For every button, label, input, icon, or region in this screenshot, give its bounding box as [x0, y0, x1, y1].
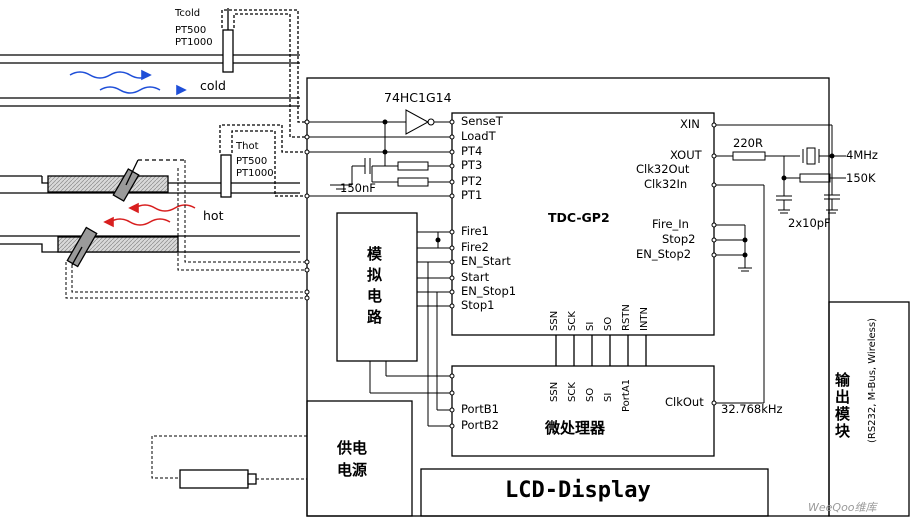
tdc-pin-fire1: Fire1 [461, 224, 489, 238]
mcu-clock-label: 32.768kHz [721, 402, 783, 416]
tdc-pin-xout: XOUT [670, 148, 702, 162]
tdc-pin-fire2: Fire2 [461, 240, 489, 254]
upstream-transducer [112, 159, 185, 202]
tdc-pin-senset: SenseT [461, 114, 503, 128]
power-supply-block [306, 400, 413, 517]
mcu-pin-sck: SCK [567, 382, 578, 402]
lcd-display-block [420, 468, 769, 517]
cold-flow-label: cold [200, 78, 226, 93]
tdc-right-wiring [714, 124, 846, 404]
cold-pipe [0, 54, 300, 107]
hot-temp-sensor [219, 124, 307, 198]
tdc-pin-pt2: PT2 [461, 174, 483, 188]
hot-sensor-type-1: PT500 [236, 156, 268, 167]
tdc-pin-pt1: PT1 [461, 188, 483, 202]
watermark-text: WeeQoo维库 [808, 501, 877, 514]
tdc-pin-xin: XIN [680, 117, 700, 131]
tdc-pin-clk32in: Clk32In [644, 177, 688, 191]
hot-sensor-type-2: PT1000 [236, 168, 274, 179]
tdc-pin-ssn: SSN [549, 310, 560, 331]
tdc-pin-en-start: EN_Start [461, 254, 511, 268]
tdc-pin-intn: INTN [639, 306, 650, 331]
mcu-pin-so: SO [585, 387, 596, 402]
bias-resistor-label: 150K [846, 171, 876, 185]
battery [151, 435, 307, 489]
cold-sensor-type-2: PT1000 [175, 37, 213, 48]
output-module-protocols: (RS232, M-Bus, Wireless) [867, 318, 878, 444]
tdc-pin-stop1: Stop1 [461, 298, 495, 312]
capacitor-label: 150nF [340, 181, 376, 195]
tdc-pin-so: SO [603, 316, 614, 331]
tdc-pin-pt3: PT3 [461, 158, 483, 172]
mcu-label: 微处理器 [545, 419, 606, 437]
hot-flow-arrows [103, 202, 196, 228]
junction-dots [382, 119, 835, 258]
tdc-pin-start: Start [461, 270, 490, 284]
tdc-left-wiring [307, 109, 452, 427]
output-module-block [828, 301, 910, 517]
mcu-pin-clkout: ClkOut [665, 395, 704, 409]
tdc-pin-loadt: LoadT [461, 129, 496, 143]
hot-flow-label: hot [203, 208, 224, 223]
cold-flow-arrows [69, 69, 187, 96]
cold-sensor-title: Tcold [175, 8, 201, 19]
tdc-pin-sck: SCK [567, 311, 578, 331]
spi-bus [555, 335, 647, 366]
analog-circuit-label: 模拟电路 [365, 246, 383, 330]
power-supply-label: 供电电源 [337, 439, 368, 479]
downstream-transducer [66, 226, 98, 268]
tdc-pin-clk32out: Clk32Out [636, 162, 690, 176]
mcu-pin-ssn: SSN [549, 381, 560, 402]
transducer-leads [65, 160, 307, 299]
tdc-pin-en-stop2: EN_Stop2 [636, 247, 692, 261]
tdc-pin-fire-in: Fire_In [652, 217, 689, 231]
lcd-display-label: LCD-Display [505, 478, 651, 503]
load-caps-label: 2x10pF [788, 216, 831, 230]
tdc-pin-si: SI [585, 321, 596, 331]
mcu-pin-portb1: PortB1 [461, 402, 500, 416]
crystal-freq-label: 4MHz [846, 148, 878, 162]
cold-sensor-type-1: PT500 [175, 25, 207, 36]
buffer-part-label: 74HC1G14 [384, 90, 452, 105]
analog-circuit-block [336, 212, 418, 362]
tdc-pin-rstn: RSTN [621, 304, 632, 331]
tdc-pin-en-stop1: EN_Stop1 [461, 284, 517, 298]
hot-sensor-title: Thot [236, 141, 259, 152]
cold-temp-sensor [221, 8, 307, 138]
mcu-pin-porta1: PortA1 [621, 378, 632, 412]
hot-pipe [0, 175, 300, 253]
tdc-pin-pt4: PT4 [461, 144, 483, 158]
pin-markers [304, 119, 717, 429]
mcu-pin-si: SI [603, 392, 614, 402]
tdc-pin-stop2: Stop2 [662, 232, 696, 246]
mcu-pin-portb2: PortB2 [461, 418, 500, 432]
output-module-label: 输出模块 [833, 372, 851, 440]
resistor-label: 220R [733, 136, 763, 150]
tdc-chip-name: TDC-GP2 [548, 210, 610, 225]
